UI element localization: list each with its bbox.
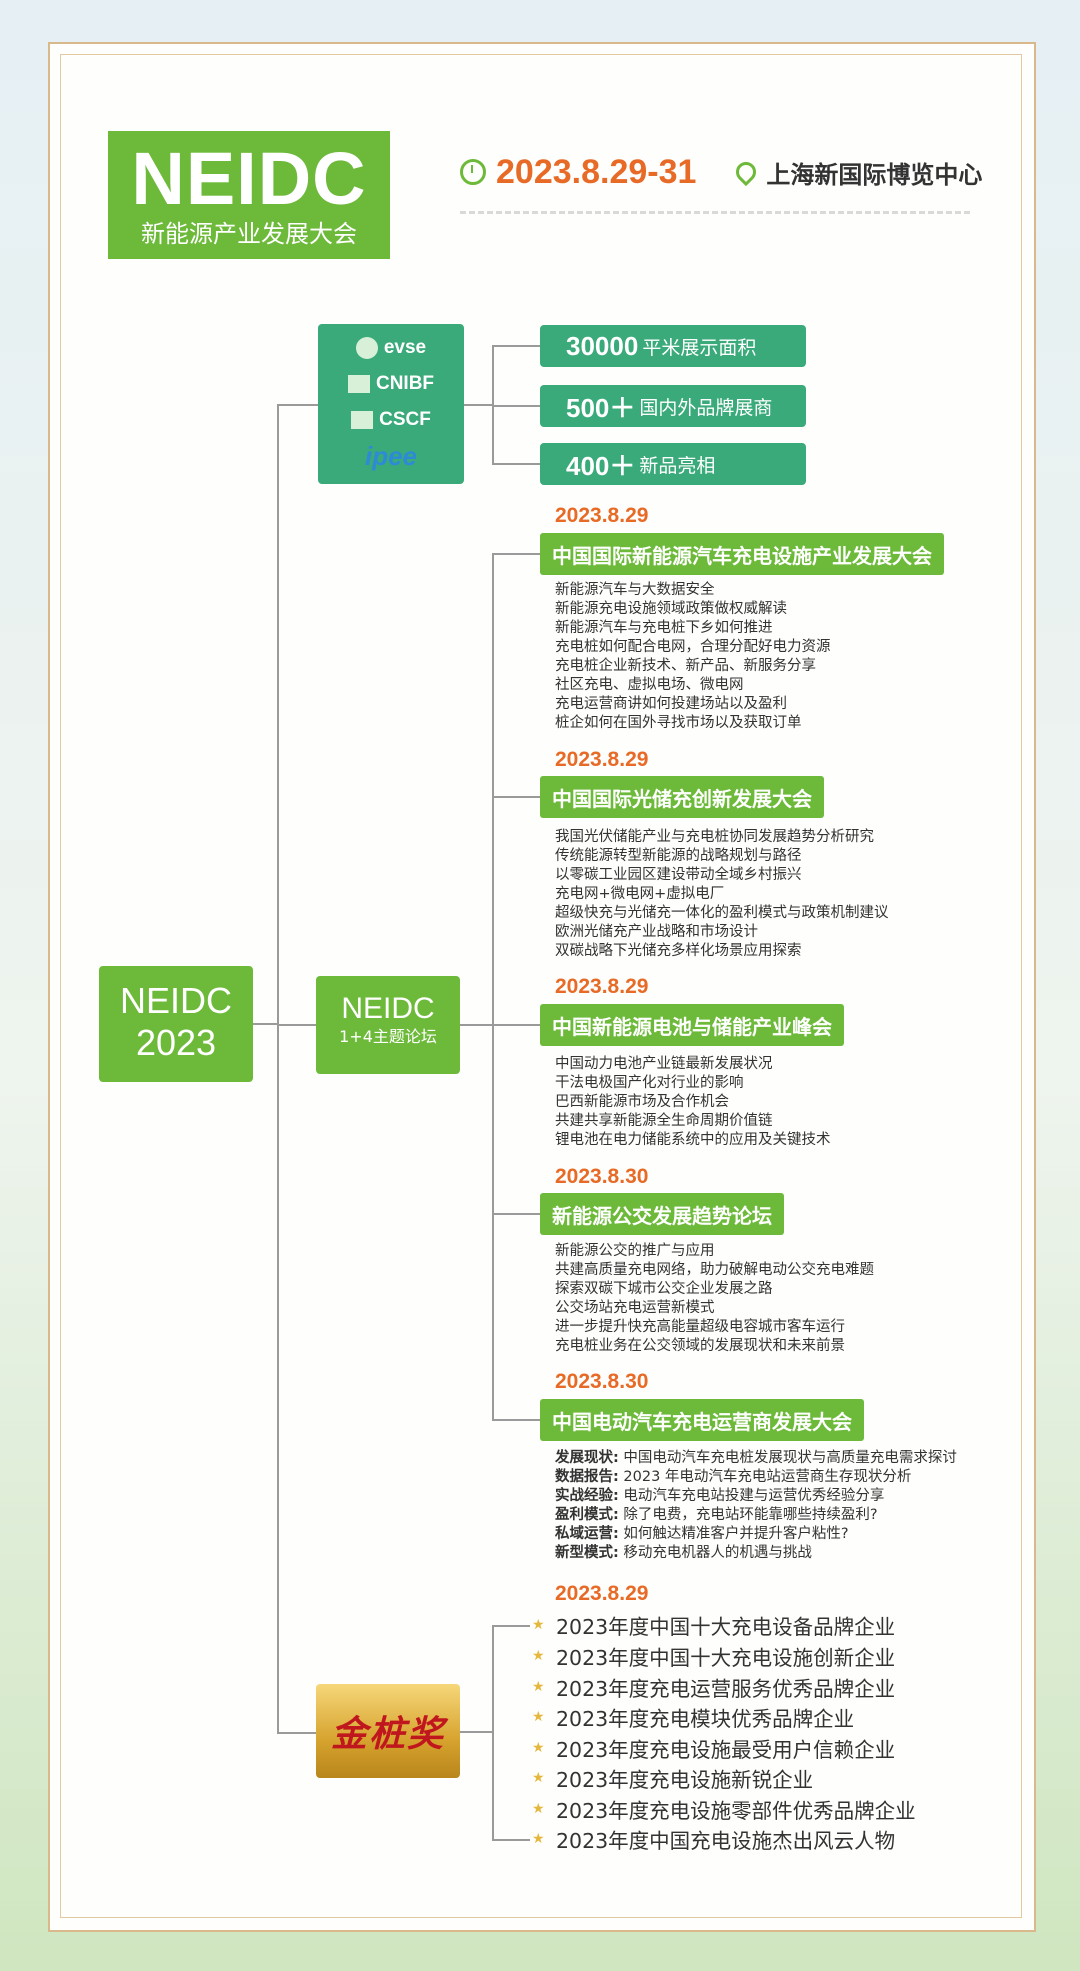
forum-topics: 中国动力电池产业链最新发展状况干法电极国产化对行业的影响巴西新能源市场及合作机会…	[555, 1056, 831, 1148]
award-item: ★2023年度中国十大充电设备品牌企业	[532, 1615, 896, 1639]
forum-date: 2023.8.29	[555, 975, 649, 998]
connector	[277, 404, 318, 406]
star-icon: ★	[532, 1740, 545, 1756]
award-item: ★2023年度中国充电设施杰出风云人物	[532, 1829, 896, 1853]
neidc-logo: NEIDC 新能源产业发展大会	[108, 131, 390, 259]
connector	[492, 1419, 540, 1421]
connector	[277, 1024, 316, 1026]
connector	[492, 1213, 540, 1215]
forum-topics: 我国光伏储能产业与充电桩协同发展趋势分析研究传统能源转型新能源的战略规划与路径以…	[555, 829, 889, 959]
forum-topics: 新能源公交的推广与应用共建高质量充电网络，助力破解电动公交充电难题探索双碳下城市…	[555, 1243, 874, 1354]
connector	[492, 553, 494, 1419]
stat-box: 500＋国内外品牌展商	[540, 385, 806, 427]
star-icon: ★	[532, 1709, 545, 1725]
root-line1: NEIDC	[119, 980, 232, 1021]
partner-cnibf: CNIBF	[318, 366, 464, 402]
forum-title: 中国电动汽车充电运营商发展大会	[540, 1399, 864, 1441]
connector	[277, 404, 279, 1734]
forum-hub-node: NEIDC 1+4主题论坛	[316, 976, 460, 1074]
award-item: ★2023年度充电设施新锐企业	[532, 1768, 814, 1792]
forum-date: 2023.8.29	[555, 748, 649, 771]
event-date: 2023.8.29-31	[496, 152, 697, 191]
forum-title: 中国国际新能源汽车充电设施产业发展大会	[540, 533, 944, 575]
award-name: 金桩奖	[330, 1713, 445, 1755]
connector	[460, 1731, 492, 1733]
connector	[492, 1839, 530, 1841]
connector	[492, 1024, 540, 1026]
hub-subtitle: 1+4主题论坛	[339, 1027, 437, 1046]
connector	[492, 345, 540, 347]
award-date: 2023.8.29	[555, 1582, 649, 1605]
cscf-logo-icon	[351, 411, 374, 429]
root-node: NEIDC 2023	[99, 966, 253, 1082]
location-pin-icon	[732, 157, 761, 187]
connector	[277, 1732, 316, 1734]
connector	[492, 553, 540, 555]
forum-topics: 发展现状: 中国电动汽车充电桩发展现状与高质量充电需求探讨 数据报告: 2023…	[555, 1450, 957, 1561]
event-info: 2023.8.29-31 上海新国际博览中心	[460, 152, 982, 192]
award-item: ★2023年度中国十大充电设施创新企业	[532, 1646, 896, 1670]
clock-icon	[460, 159, 486, 185]
evse-logo-icon	[355, 337, 378, 359]
logo-subtitle: 新能源产业发展大会	[141, 220, 357, 248]
forum-topics: 新能源汽车与大数据安全新能源充电设施领域政策做权威解读新能源汽车与充电桩下乡如何…	[555, 582, 831, 731]
connector	[492, 345, 494, 463]
partner-ipee: ipee	[364, 440, 418, 471]
partner-logos: evse CNIBF CSCF ipee	[318, 324, 464, 484]
star-icon: ★	[532, 1770, 545, 1786]
golden-pile-award-badge: 金桩奖	[316, 1684, 460, 1778]
star-icon: ★	[532, 1831, 545, 1847]
forum-title: 中国新能源电池与储能产业峰会	[540, 1004, 844, 1046]
stat-box: 400＋新品亮相	[540, 443, 806, 485]
forum-date: 2023.8.30	[555, 1370, 649, 1393]
star-icon: ★	[532, 1617, 545, 1633]
connector	[464, 404, 492, 406]
forum-date: 2023.8.29	[555, 504, 649, 527]
star-icon: ★	[532, 1801, 545, 1817]
award-item: ★2023年度充电模块优秀品牌企业	[532, 1707, 855, 1731]
connector	[253, 1023, 277, 1025]
forum-date: 2023.8.30	[555, 1165, 649, 1188]
connector	[492, 1625, 530, 1627]
forum-title: 新能源公交发展趋势论坛	[540, 1193, 784, 1235]
award-item: ★2023年度充电设施最受用户信赖企业	[532, 1738, 896, 1762]
star-icon: ★	[532, 1648, 545, 1664]
connector	[460, 1024, 492, 1026]
star-icon: ★	[532, 1679, 545, 1695]
cnibf-logo-icon	[347, 375, 370, 393]
root-line2: 2023	[135, 1022, 217, 1063]
connector	[492, 405, 540, 407]
header-divider	[460, 211, 970, 214]
hub-title: NEIDC	[341, 992, 435, 1025]
partner-cscf: CSCF	[318, 402, 464, 438]
partner-evse: evse	[318, 330, 464, 366]
connector	[492, 463, 540, 465]
connector	[492, 796, 540, 798]
forum-title: 中国国际光储充创新发展大会	[540, 776, 824, 818]
logo-title: NEIDC	[131, 137, 367, 220]
event-venue: 上海新国际博览中心	[766, 160, 983, 189]
award-item: ★2023年度充电设施零部件优秀品牌企业	[532, 1799, 916, 1823]
inner-frame	[60, 54, 1022, 1918]
connector	[492, 1625, 494, 1841]
award-item: ★2023年度充电运营服务优秀品牌企业	[532, 1677, 896, 1701]
